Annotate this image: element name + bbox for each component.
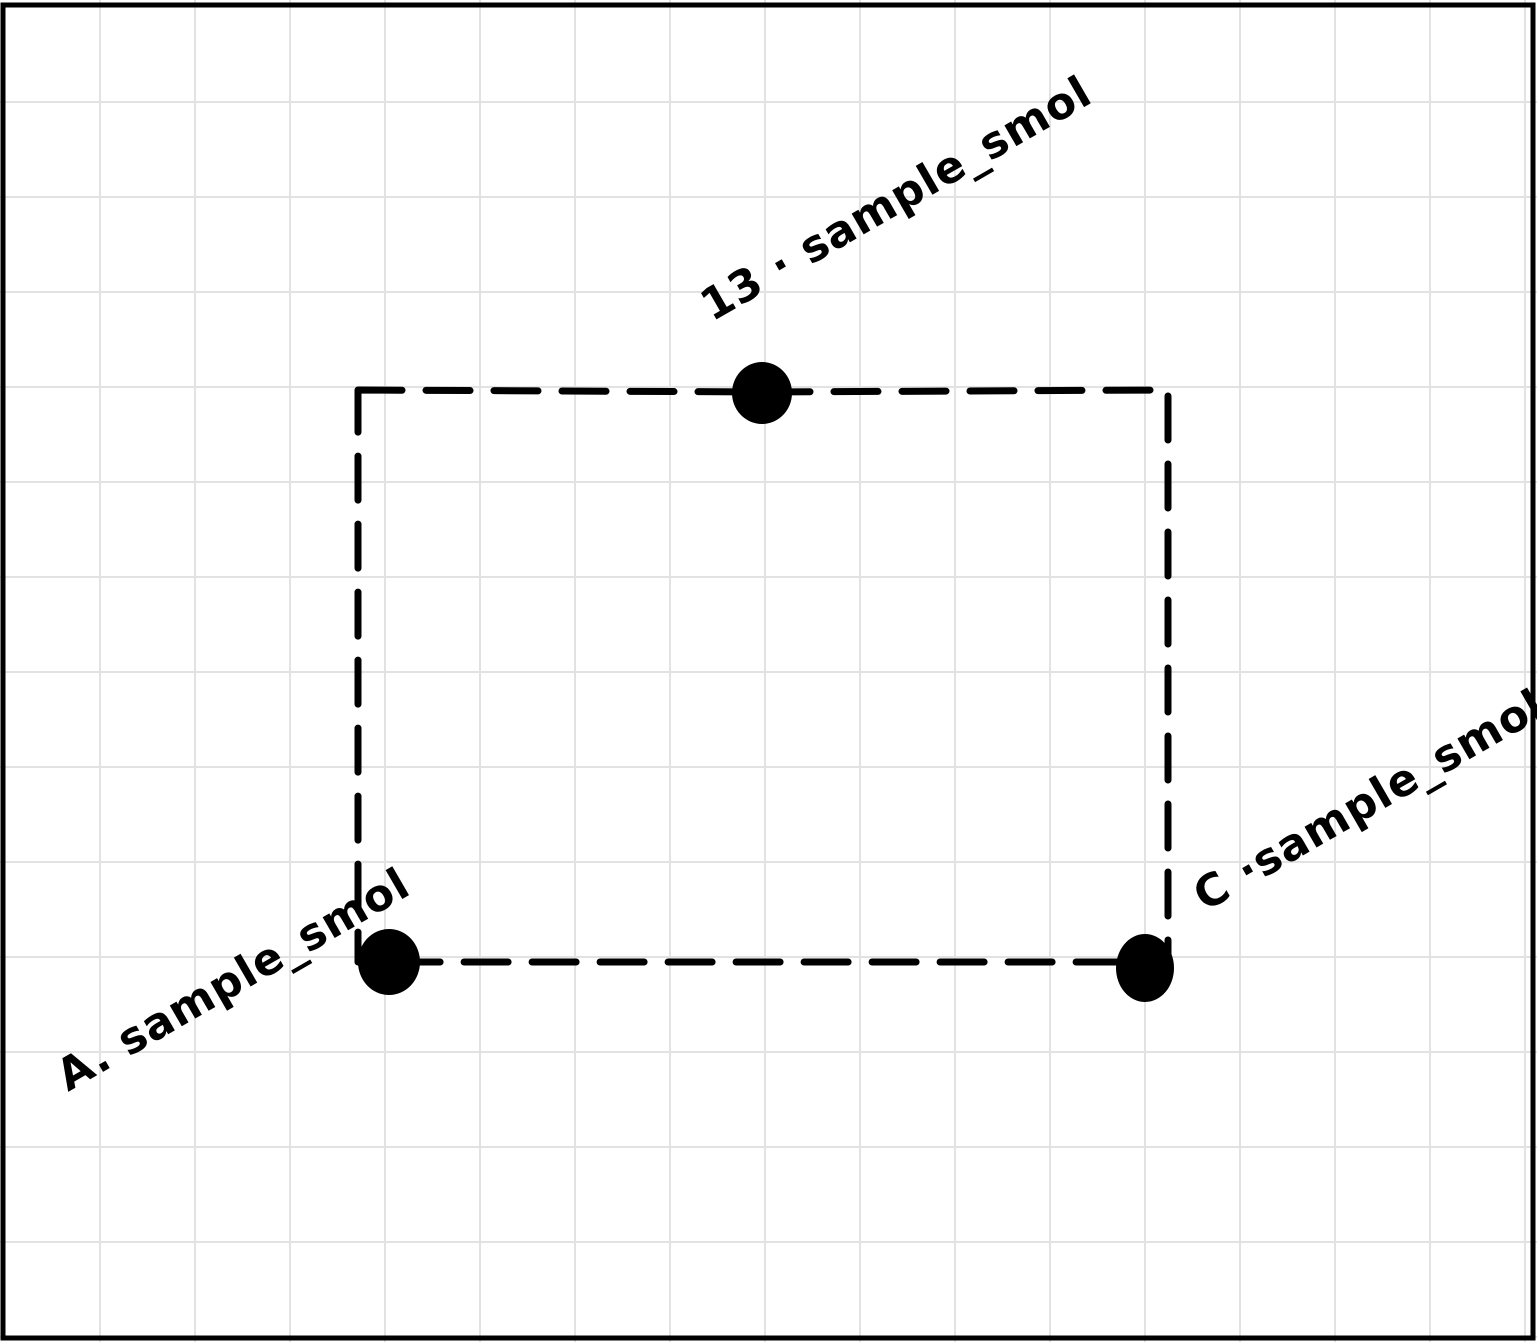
point-c-dot (1116, 934, 1174, 1002)
point-a-dot (358, 929, 420, 995)
point-c-label: C ·sample_smol (1185, 679, 1537, 921)
point-b-dot (732, 362, 792, 424)
